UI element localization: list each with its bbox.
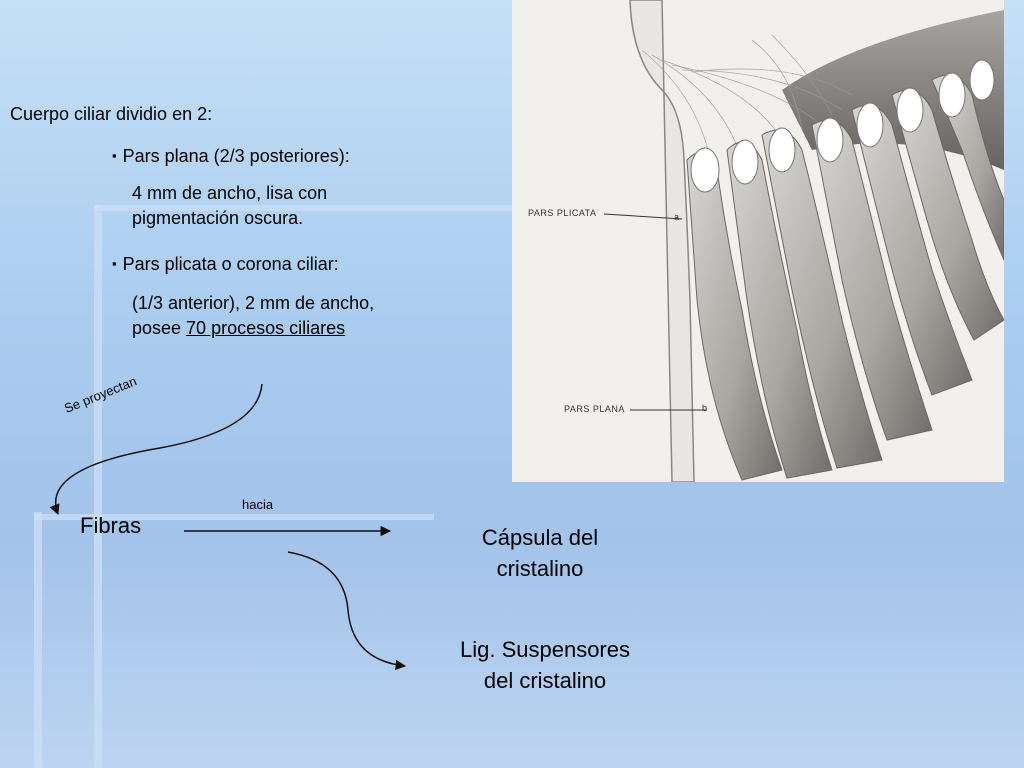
ligamento-line1: Lig. Suspensores [460, 637, 630, 662]
pars-plicata-desc-line2: posee 70 procesos ciliares [132, 318, 345, 339]
capsula-line2: cristalino [496, 556, 584, 581]
label-pars-plicata: PARS PLICATA [528, 208, 597, 218]
arrow-fibras-to-ligamento [287, 551, 407, 671]
capsula-del-cristalino: Cápsula del cristalino [440, 522, 640, 584]
fibras-label: Fibras [80, 513, 142, 538]
ciliary-body-illustration: PARS PLICATA a PARS PLANA b [512, 0, 1004, 482]
decorative-band-vertical [94, 205, 102, 768]
ligamento-line2: del cristalino [483, 668, 607, 693]
pars-plana-desc-line1: 4 mm de ancho, lisa con [132, 183, 328, 203]
decorative-band-horizontal [94, 205, 514, 211]
marker-a: a [674, 212, 680, 222]
heading-text: Cuerpo ciliar dividio en 2: [10, 104, 213, 124]
bullet-pars-plana: Pars plana (2/3 posteriores): [112, 146, 350, 167]
ciliary-body-drawing [512, 0, 1004, 482]
pars-plicata-desc-prefix: posee [132, 318, 187, 338]
decorative-band-mid [34, 514, 434, 520]
arrow-se-proyectan [49, 383, 263, 515]
marker-b: b [702, 403, 708, 413]
pars-plana-desc-line2: pigmentación oscura. [132, 208, 304, 228]
bullet-pars-plicata: Pars plicata o corona ciliar: [112, 254, 339, 275]
procesos-ciliares-underlined: 70 procesos ciliares [186, 318, 346, 338]
capsula-line1: Cápsula del [481, 525, 599, 550]
ligamento-suspensores: Lig. Suspensores del cristalino [430, 634, 660, 696]
decorative-band-left [34, 512, 42, 768]
pars-plicata-desc-line1: (1/3 anterior), 2 mm de ancho, [132, 293, 375, 313]
label-pars-plana: PARS PLANA [564, 404, 625, 414]
hacia-label: hacia [242, 497, 274, 512]
